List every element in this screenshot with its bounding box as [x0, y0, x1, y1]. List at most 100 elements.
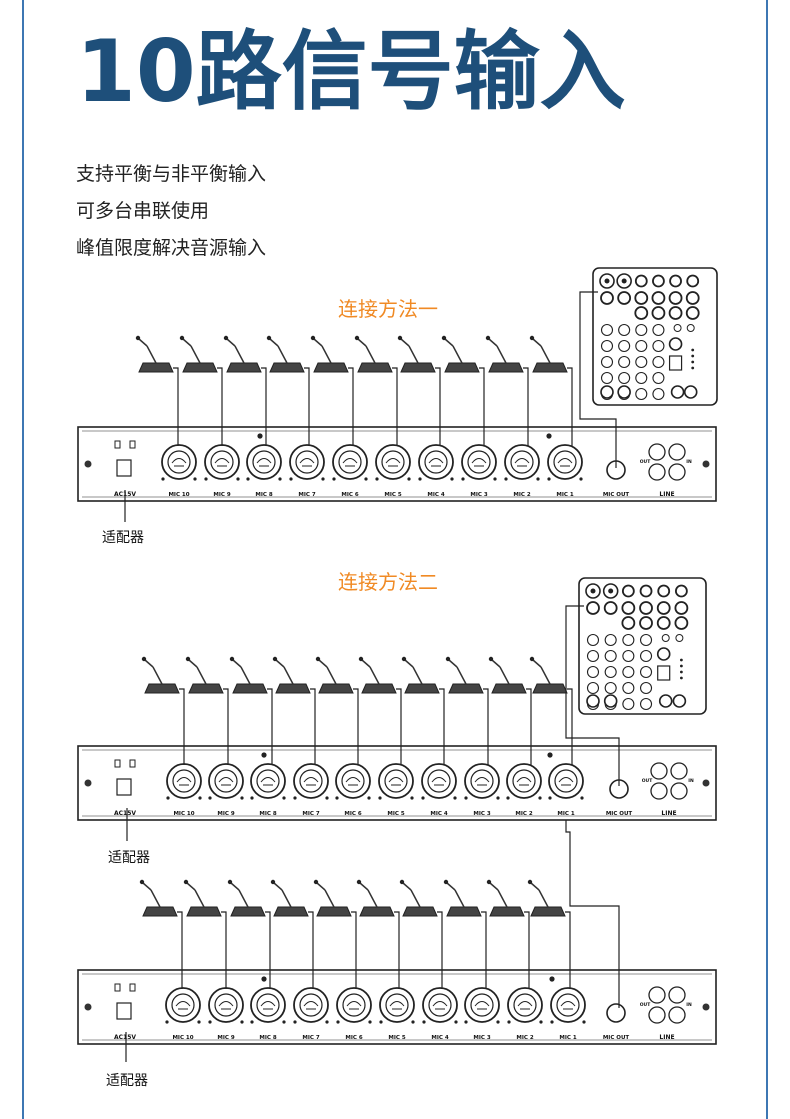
mic-head-icon — [486, 879, 492, 885]
mic-gooseneck-icon — [318, 659, 328, 668]
mic-gooseneck-icon — [281, 889, 292, 908]
mixer-fader-icon — [668, 355, 683, 371]
mic-base-icon — [446, 906, 482, 917]
mixer-jack-icon — [658, 694, 673, 708]
mixer-knob-icon — [652, 323, 665, 337]
mic-gooseneck-icon — [194, 889, 205, 908]
mic-gooseneck-icon — [412, 666, 423, 685]
xlr-icon — [474, 1001, 490, 1010]
mixer-knob-icon — [639, 633, 653, 647]
mic-cable — [267, 688, 273, 765]
xlr-icon — [517, 1001, 533, 1010]
mic-gooseneck-icon — [357, 338, 367, 347]
mixer-led-icon — [691, 354, 695, 358]
mic-head-icon — [399, 879, 405, 885]
mixer-jack-icon — [639, 616, 653, 630]
jack-screw-icon — [250, 1020, 254, 1024]
mixer-xlr-icon — [621, 278, 627, 284]
mic-label: MIC 8 — [259, 811, 276, 817]
mic-label: MIC 2 — [513, 492, 530, 498]
xlr-icon — [303, 1001, 319, 1010]
xlr-icon — [175, 1001, 191, 1010]
jack-screw-icon — [367, 796, 371, 800]
ground-screw-icon — [261, 976, 267, 982]
mixer-knob-icon — [618, 371, 631, 385]
mic-base-icon — [182, 362, 218, 373]
mixer-outline — [592, 267, 718, 406]
mic-gooseneck-icon — [530, 882, 540, 891]
mic-head-icon — [310, 335, 316, 341]
mic-base-icon — [402, 906, 438, 917]
microphone-icon — [183, 879, 227, 989]
mic-head-icon — [313, 879, 319, 885]
line-jack-icon — [648, 1006, 666, 1024]
mic-gooseneck-icon — [532, 338, 542, 347]
mic-cable — [481, 911, 487, 989]
mixer-knob-icon — [639, 697, 653, 711]
mic-base-icon — [186, 906, 222, 917]
jack-screw-icon — [407, 477, 411, 481]
mixer-knob-icon — [604, 665, 617, 679]
rack-screw-icon — [702, 1003, 710, 1011]
mixer-knob-icon — [635, 387, 648, 401]
mic-gooseneck-icon — [496, 345, 507, 364]
mixer-jack-icon — [669, 274, 682, 288]
mic-gooseneck-icon — [269, 338, 279, 347]
combo-jack-icon — [506, 763, 542, 799]
mixer-jack-icon — [674, 584, 688, 598]
jack-screw-icon — [289, 477, 293, 481]
line-jack-icon — [668, 986, 686, 1004]
xlr-icon — [214, 458, 230, 467]
mic-gooseneck-icon — [402, 882, 412, 891]
combo-jack-icon — [470, 769, 494, 793]
jack-screw-icon — [461, 477, 465, 481]
mic-label: MIC 10 — [172, 1035, 193, 1041]
mic-cable — [524, 911, 530, 989]
mic-gooseneck-icon — [230, 882, 240, 891]
jack-screw-icon — [536, 477, 540, 481]
jack-screw-icon — [375, 477, 379, 481]
microphone-icon — [227, 879, 271, 989]
method-one-heading: 连接方法一 — [338, 297, 438, 321]
mic-base-icon — [142, 906, 178, 917]
mixer-jack-icon — [656, 601, 671, 615]
mic-label: MIC 1 — [557, 811, 574, 817]
microphone-icon — [185, 656, 229, 765]
jack-screw-icon — [450, 477, 454, 481]
power-socket-icon — [116, 459, 132, 477]
combo-jack-icon — [418, 444, 454, 480]
microphone-icon — [315, 656, 359, 765]
mic-cable — [435, 367, 441, 446]
combo-jack-icon — [172, 769, 196, 793]
mic-base-icon — [232, 683, 268, 694]
combo-jack-icon — [421, 763, 457, 799]
mic-head-icon — [358, 656, 364, 662]
mic-cable — [396, 688, 402, 765]
mic-head-icon — [441, 335, 447, 341]
ground-screw-icon — [547, 752, 553, 758]
line-jack-icon — [670, 762, 688, 780]
mic-label: MIC 3 — [470, 492, 487, 498]
line-label: LINE — [659, 1034, 674, 1041]
combo-jack-icon — [556, 993, 580, 1017]
line-in-label: IN — [688, 778, 694, 784]
mic-base-icon — [273, 906, 309, 917]
mic-gooseneck-icon — [196, 666, 207, 685]
mic-label: MIC 8 — [259, 1035, 276, 1041]
power-label: AC15V — [114, 810, 136, 817]
mixer-knob-icon — [622, 681, 635, 695]
mic-cable — [173, 367, 179, 446]
mixer-knob-icon — [675, 634, 684, 642]
jack-screw-icon — [410, 796, 414, 800]
frame-left-border — [22, 0, 24, 1119]
mic-gooseneck-icon — [150, 889, 161, 908]
mic-label: MIC 2 — [515, 811, 532, 817]
mixer-knob-icon — [622, 665, 635, 679]
mic-base-icon — [230, 906, 266, 917]
combo-jack-icon — [381, 450, 405, 474]
combo-jack-icon — [550, 987, 586, 1023]
jack-screw-icon — [321, 477, 325, 481]
mixer-xlr-icon — [590, 588, 596, 594]
mixer-knob-icon — [656, 647, 671, 661]
xlr-icon — [516, 777, 532, 786]
